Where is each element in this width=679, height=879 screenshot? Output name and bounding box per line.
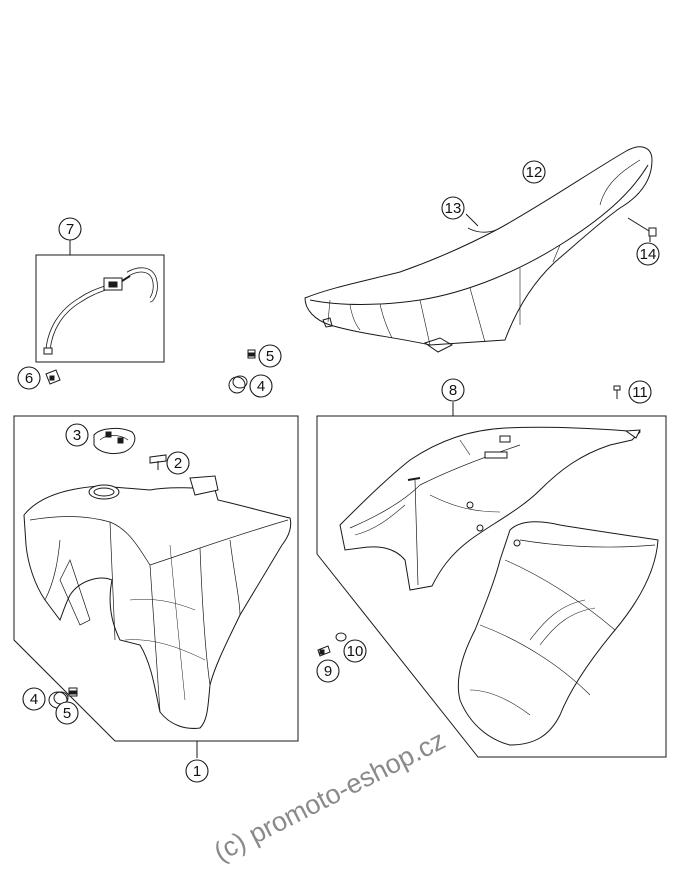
callout-c5b: 5 [55, 701, 79, 725]
fuel-line-group-box [35, 254, 165, 363]
leader-13 [465, 213, 479, 227]
callout-number: 8 [449, 382, 457, 399]
tank-screw-drawing [149, 454, 167, 470]
callout-circle [316, 659, 340, 683]
spacer-sleeve-upper-drawing [247, 349, 256, 359]
callout-c10: 10 [343, 639, 367, 663]
callout-c1: 1 [185, 759, 209, 783]
callout-c5a: 5 [258, 344, 282, 368]
side-panel-right-drawing [457, 521, 659, 746]
callout-c9: 9 [316, 659, 340, 683]
callout-circle [185, 759, 209, 783]
callout-number: 4 [30, 691, 38, 708]
callout-c8: 8 [441, 378, 465, 402]
callout-circle [58, 217, 82, 241]
callout-number: 3 [73, 427, 81, 444]
callout-c4b: 4 [22, 687, 46, 711]
callout-number: 6 [25, 370, 33, 387]
watermark-text: (c) promoto-eshop.cz [209, 725, 450, 868]
callout-number: 9 [324, 663, 332, 680]
fuel-tank-group-frame [13, 415, 299, 742]
callout-circle [17, 366, 41, 390]
hose-fitting-drawing [45, 369, 61, 385]
callout-number: 1 [193, 763, 201, 780]
callout-number: 2 [174, 455, 182, 472]
spacer-sleeve-lower-drawing [68, 687, 78, 697]
callout-circle [249, 374, 273, 398]
fuel-cap-drawing [93, 427, 136, 455]
callout-circle [628, 380, 652, 404]
side-panel-left-drawing [339, 426, 642, 591]
callout-circle [55, 701, 79, 725]
callout-number: 11 [632, 384, 648, 401]
seat-drawing [304, 146, 653, 353]
callout-number: 13 [445, 200, 462, 217]
panel-washer-drawing [335, 632, 347, 642]
callout-c2: 2 [166, 451, 190, 475]
callout-c3: 3 [65, 423, 89, 447]
callout-c13: 13 [441, 196, 465, 220]
fuel-line-drawing [43, 267, 158, 355]
callout-circle [441, 378, 465, 402]
callout-c14: 14 [636, 242, 660, 266]
callout-number: 7 [66, 221, 74, 238]
callout-circle [441, 196, 465, 220]
rubber-bushing-upper-drawing [228, 375, 248, 394]
callout-circle [258, 344, 282, 368]
callout-circle [166, 451, 190, 475]
callout-number: 5 [266, 348, 274, 365]
callout-number: 5 [63, 705, 71, 722]
panel-screw-drawing [317, 645, 331, 657]
callout-c12: 12 [522, 160, 546, 184]
callout-circle [522, 160, 546, 184]
callout-c7: 7 [58, 217, 82, 241]
callout-circle [22, 687, 46, 711]
callout-circle [65, 423, 89, 447]
callout-number: 4 [257, 378, 265, 395]
callout-c11: 11 [628, 380, 652, 404]
seat-screw-drawing [627, 217, 657, 237]
panel-screw-upper-drawing [613, 385, 621, 399]
callout-number: 14 [640, 246, 657, 263]
callout-number: 12 [526, 164, 543, 181]
callout-circle [343, 639, 367, 663]
callout-number: 10 [347, 643, 364, 660]
callout-circle [636, 242, 660, 266]
callout-c4a: 4 [249, 374, 273, 398]
callout-c6: 6 [17, 366, 41, 390]
side-panel-group-frame [316, 415, 667, 758]
fuel-tank-drawing [23, 475, 292, 729]
